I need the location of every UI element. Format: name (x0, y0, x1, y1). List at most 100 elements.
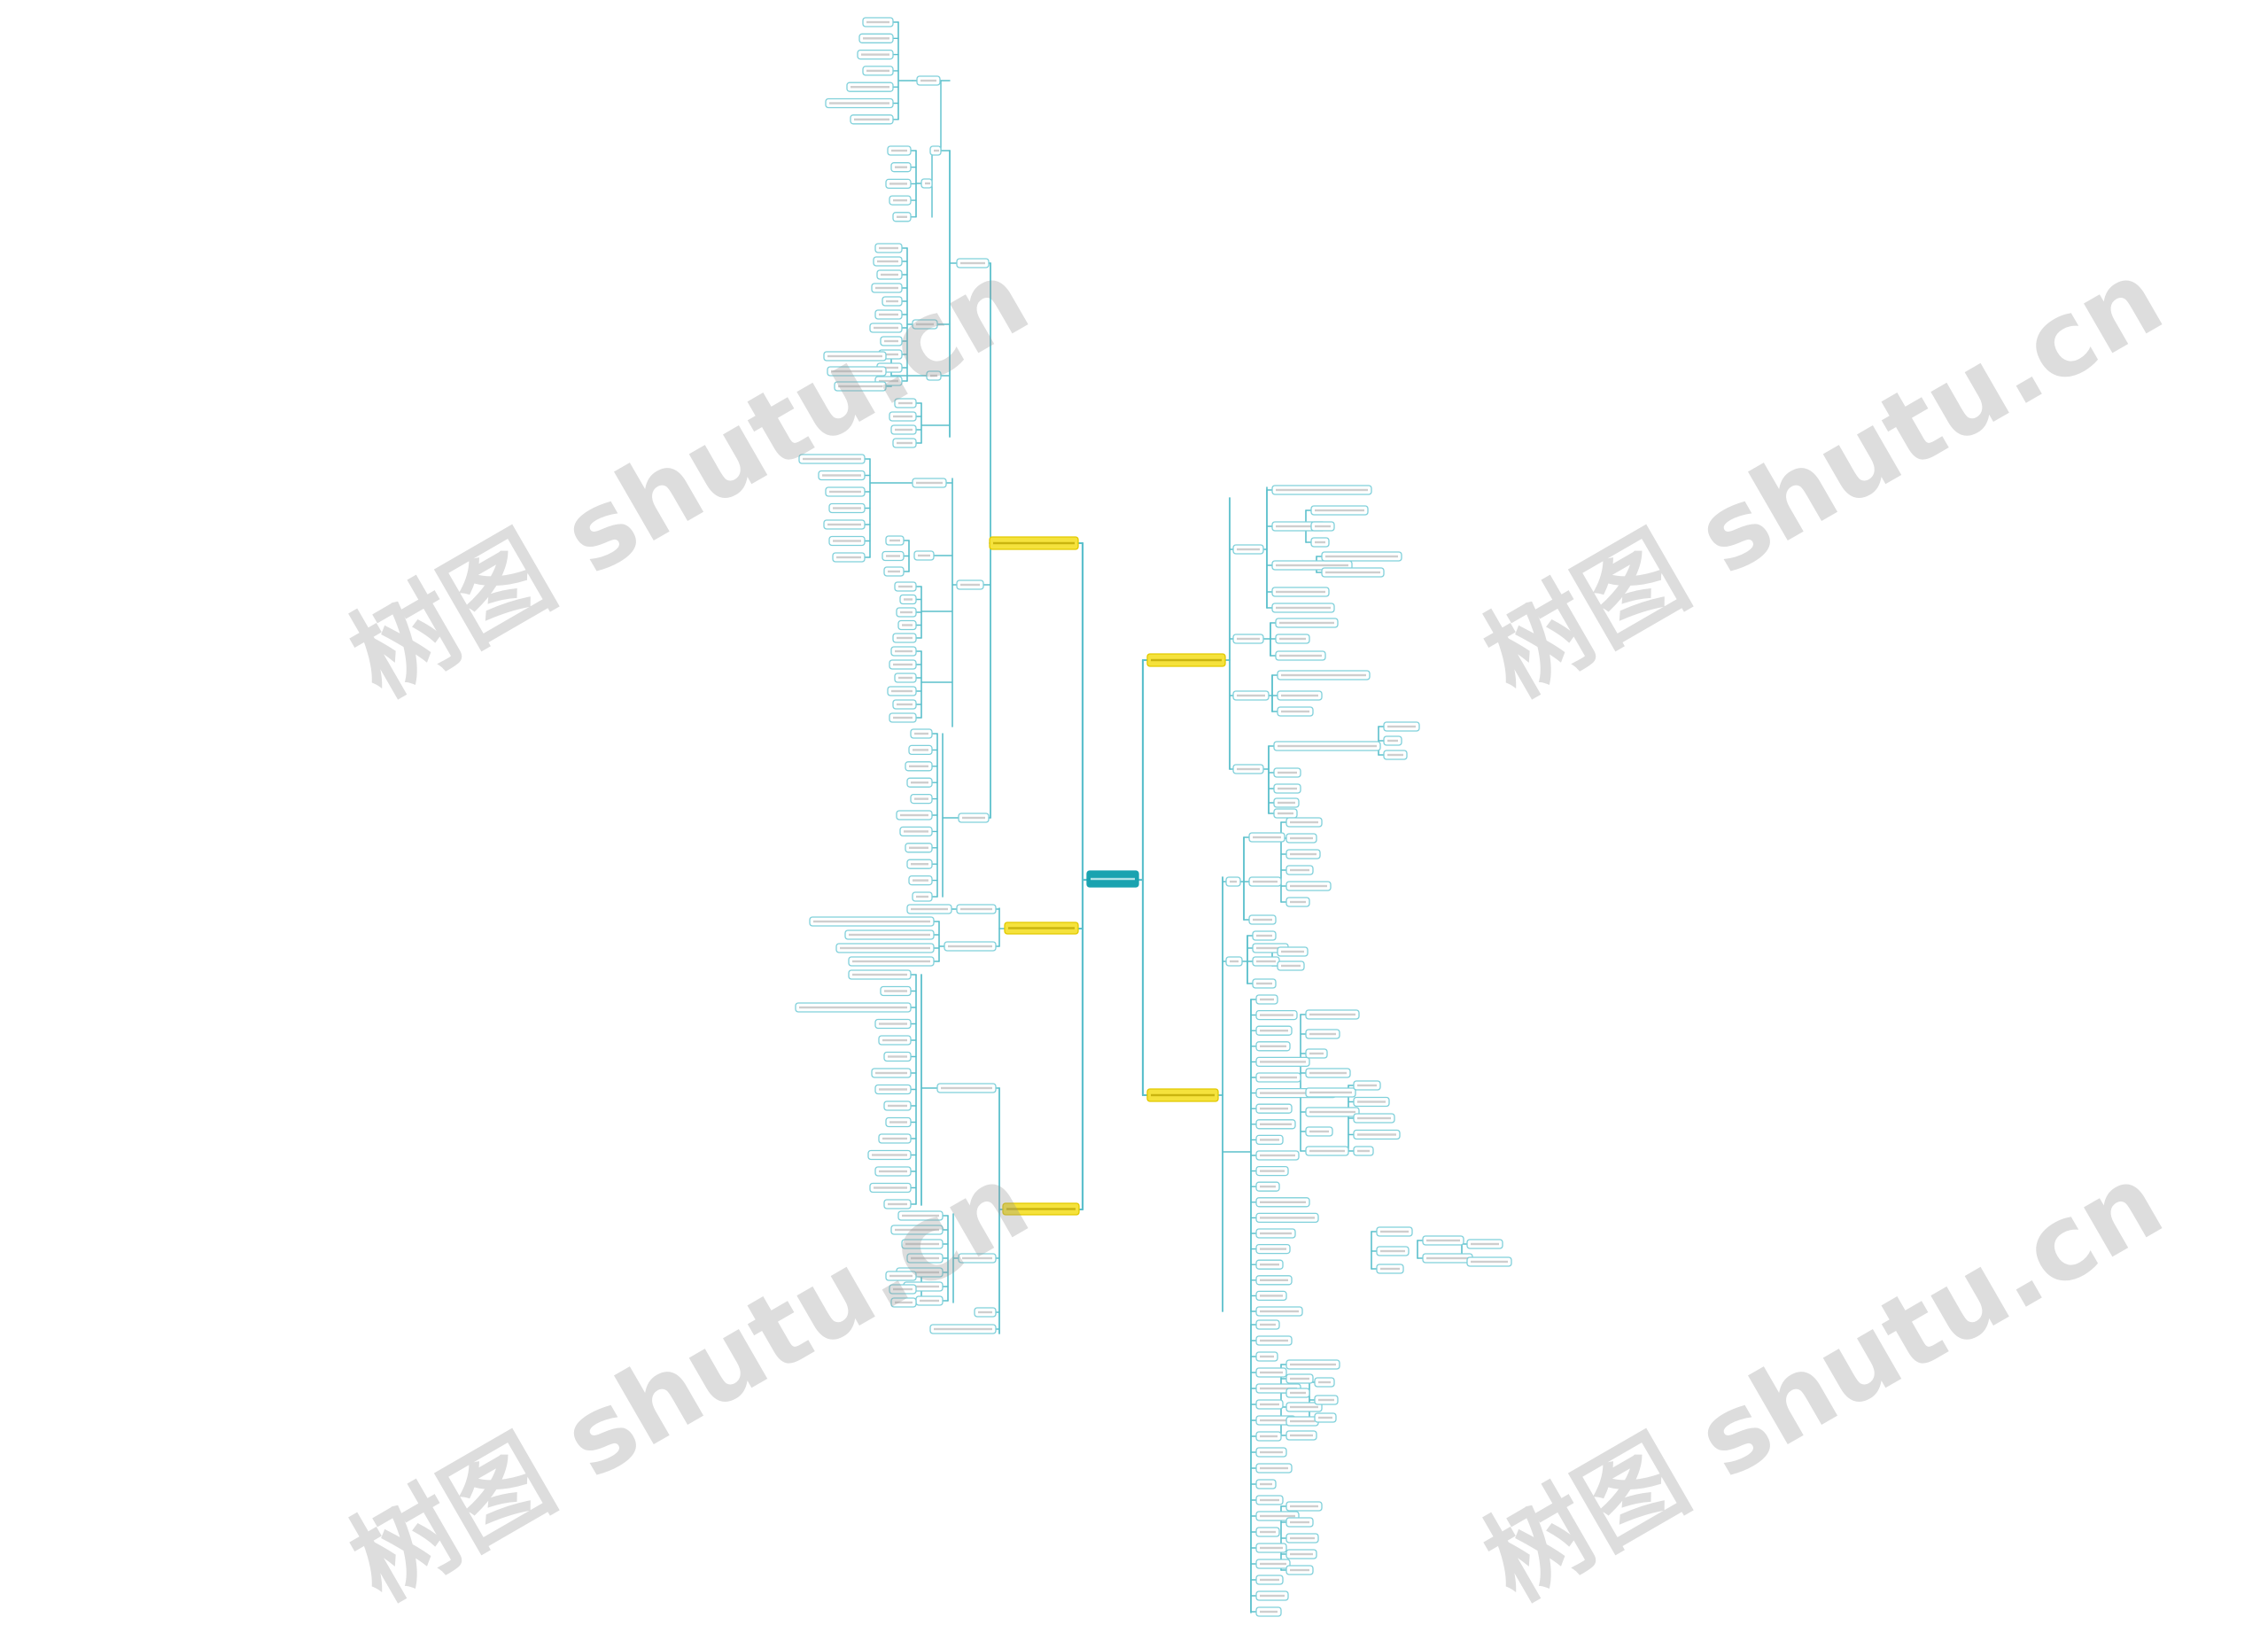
leaf-node[interactable] (887, 686, 917, 696)
leaf-node[interactable] (882, 550, 905, 562)
leaf-node[interactable] (1285, 1501, 1323, 1512)
leaf-node[interactable] (1255, 1290, 1287, 1302)
leaf-node[interactable] (827, 366, 887, 377)
leaf-node[interactable] (1255, 1575, 1284, 1585)
leaf-node[interactable] (1466, 1239, 1503, 1249)
sub-node[interactable] (956, 579, 984, 590)
leaf-node[interactable] (795, 1002, 912, 1013)
leaf-node[interactable] (1353, 1096, 1390, 1108)
leaf-node[interactable] (1255, 1463, 1293, 1474)
leaf-node[interactable] (1255, 1590, 1289, 1601)
leaf-node[interactable] (1305, 1009, 1360, 1020)
leaf-node[interactable] (1277, 946, 1309, 957)
leaf-node[interactable] (897, 1210, 944, 1221)
leaf-node[interactable] (1285, 1359, 1340, 1370)
sub-node[interactable] (920, 178, 933, 189)
leaf-node[interactable] (834, 381, 887, 392)
leaf-node[interactable] (892, 633, 917, 643)
leaf-node[interactable] (1277, 706, 1314, 717)
leaf-node[interactable] (869, 323, 903, 333)
leaf-node[interactable] (887, 145, 912, 156)
leaf-node[interactable] (889, 712, 917, 723)
leaf-node[interactable] (1305, 1107, 1360, 1117)
sub-node[interactable] (1232, 690, 1270, 701)
leaf-node[interactable] (1383, 735, 1402, 746)
leaf-node[interactable] (1353, 1080, 1381, 1091)
leaf-node[interactable] (1255, 1072, 1301, 1083)
leaf-node[interactable] (1255, 1479, 1277, 1489)
leaf-node[interactable] (1314, 1412, 1337, 1423)
leaf-node[interactable] (862, 17, 894, 27)
leaf-node[interactable] (915, 1295, 944, 1306)
leaf-node[interactable] (1285, 1533, 1319, 1544)
leaf-node[interactable] (1285, 1416, 1319, 1427)
leaf-node[interactable] (848, 969, 912, 980)
sub-node[interactable] (1225, 876, 1241, 887)
sub-node[interactable] (1232, 634, 1264, 644)
leaf-node[interactable] (1310, 537, 1330, 548)
leaf-node[interactable] (908, 875, 933, 886)
leaf-node[interactable] (1273, 741, 1381, 751)
leaf-node[interactable] (832, 552, 866, 563)
leaf-node[interactable] (880, 336, 903, 346)
leaf-node[interactable] (1305, 1126, 1333, 1137)
leaf-node[interactable] (890, 424, 917, 435)
sub-node[interactable] (936, 1083, 997, 1093)
leaf-node[interactable] (1252, 978, 1277, 989)
sub-node[interactable] (1232, 764, 1264, 774)
leaf-node[interactable] (896, 607, 917, 618)
leaf-node[interactable] (1353, 1113, 1395, 1124)
leaf-node[interactable] (1255, 1197, 1310, 1208)
central-topic[interactable] (1086, 870, 1139, 888)
leaf-node[interactable] (1273, 797, 1300, 808)
leaf-node[interactable] (892, 212, 912, 222)
leaf-node[interactable] (857, 49, 894, 60)
sub-node[interactable] (974, 1307, 997, 1318)
leaf-node[interactable] (825, 486, 866, 497)
leaf-node[interactable] (874, 1166, 912, 1177)
leaf-node[interactable] (883, 1051, 912, 1062)
leaf-node[interactable] (1252, 956, 1280, 967)
leaf-node[interactable] (908, 744, 933, 756)
leaf-node[interactable] (1285, 849, 1321, 859)
leaf-node[interactable] (1255, 1056, 1310, 1068)
leaf-node[interactable] (1314, 1395, 1339, 1405)
leaf-node[interactable] (899, 594, 917, 605)
leaf-node[interactable] (1271, 587, 1330, 597)
leaf-node[interactable] (871, 1068, 912, 1078)
leaf-node[interactable] (883, 1100, 912, 1111)
leaf-node[interactable] (1255, 1399, 1284, 1410)
leaf-node[interactable] (1353, 1146, 1374, 1156)
leaf-node[interactable] (1255, 1606, 1282, 1617)
leaf-node[interactable] (835, 943, 935, 953)
sub-node[interactable] (1225, 956, 1243, 967)
sub-node[interactable] (913, 550, 935, 561)
leaf-node[interactable] (897, 619, 917, 631)
leaf-node[interactable] (906, 904, 952, 914)
leaf-node[interactable] (1255, 1275, 1293, 1286)
leaf-node[interactable] (882, 296, 903, 307)
sub-node[interactable] (929, 145, 942, 156)
leaf-node[interactable] (894, 398, 917, 408)
branch-topic-4[interactable] (1146, 653, 1226, 667)
leaf-node[interactable] (1285, 897, 1310, 907)
leaf-node[interactable] (1255, 1181, 1280, 1192)
leaf-node[interactable] (1275, 618, 1339, 628)
leaf-node[interactable] (874, 309, 903, 320)
leaf-node[interactable] (874, 1018, 912, 1030)
leaf-node[interactable] (1321, 551, 1402, 562)
sub-node[interactable] (926, 370, 942, 381)
leaf-node[interactable] (1255, 1367, 1287, 1378)
leaf-node[interactable] (1255, 1025, 1293, 1036)
leaf-node[interactable] (1422, 1253, 1473, 1264)
leaf-node[interactable] (1255, 1351, 1278, 1362)
leaf-node[interactable] (1285, 1388, 1310, 1398)
leaf-node[interactable] (874, 243, 903, 253)
leaf-node[interactable] (885, 1116, 912, 1128)
leaf-node[interactable] (1277, 670, 1371, 680)
leaf-node[interactable] (894, 581, 917, 592)
leaf-node[interactable] (889, 195, 912, 206)
leaf-node[interactable] (896, 810, 933, 820)
leaf-node[interactable] (874, 1084, 912, 1095)
leaf-node[interactable] (1255, 1335, 1293, 1346)
